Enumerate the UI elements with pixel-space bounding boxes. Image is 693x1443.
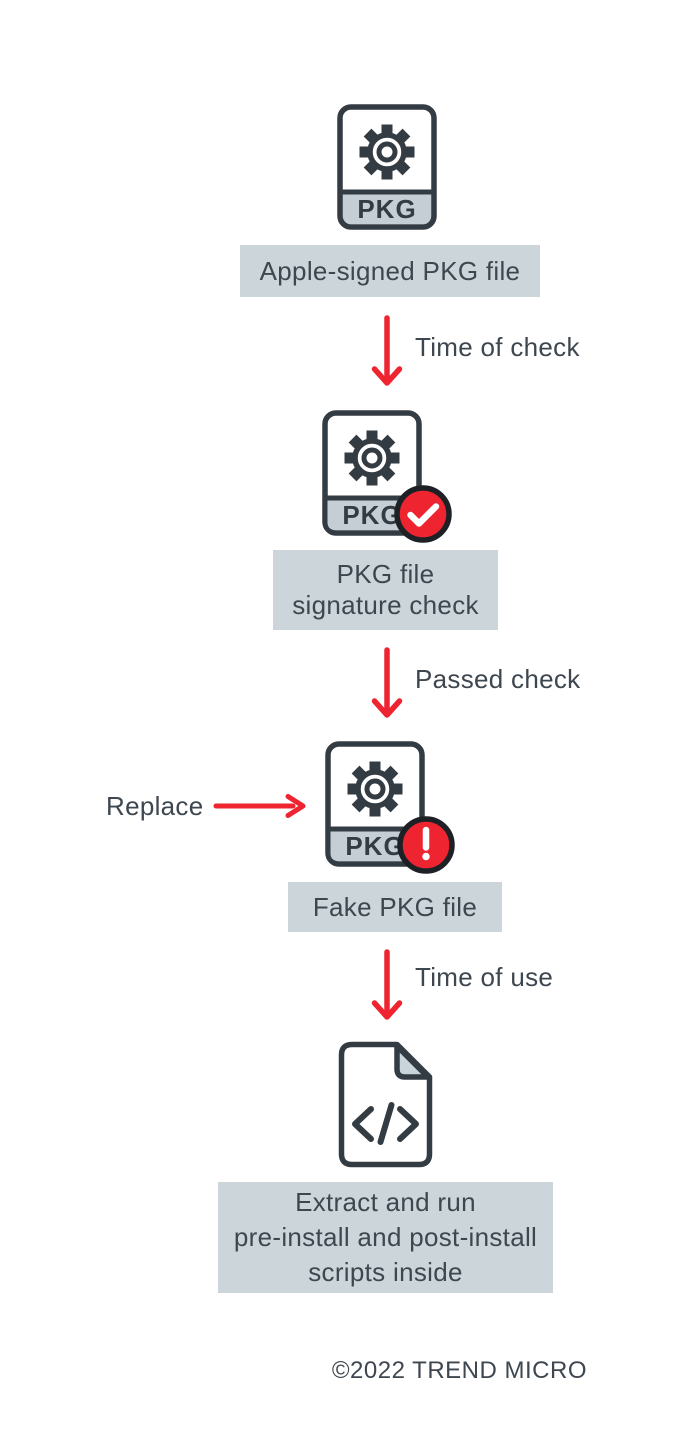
code-icon (352, 1102, 419, 1145)
pkg-band (342, 192, 432, 224)
gear-icon (345, 431, 400, 486)
step-label-fake-pkg: Fake PKG file (288, 882, 502, 932)
pkg-band-label: PKG (345, 831, 404, 861)
file-outline (337, 104, 437, 230)
copyright-text: ©2022 TREND MICRO (331, 1357, 587, 1384)
pkg-file-checked-icon: PKG (322, 410, 452, 543)
down-arrow-icon (362, 314, 412, 390)
pkg-band-label: PKG (357, 194, 416, 224)
fake-pkg-file-icon: PKG (325, 741, 455, 874)
script-file-icon (338, 1041, 433, 1168)
step-label-signature-check: PKG file signature check (273, 550, 498, 630)
connector-label-passed-check: Passed check (415, 664, 581, 694)
down-arrow-icon (362, 948, 412, 1024)
file-outline (325, 741, 425, 867)
gear-icon (360, 125, 415, 180)
replace-label: Replace (106, 791, 204, 821)
exclamation-badge (397, 816, 455, 874)
gear-icon (348, 762, 403, 817)
step-label-apple-signed-pkg: Apple-signed PKG file (240, 245, 540, 297)
file-outline (322, 410, 422, 536)
check-badge (394, 485, 452, 543)
connector-label-time-of-use: Time of use (415, 962, 554, 992)
folded-corner (394, 1043, 431, 1080)
step-label-extract-scripts: Extract and run pre-install and post-ins… (218, 1182, 553, 1293)
connector-label-time-of-check: Time of check (415, 332, 580, 362)
check-icon (407, 503, 440, 527)
down-arrow-icon (362, 646, 412, 722)
pkg-band-label: PKG (342, 500, 401, 530)
right-arrow-icon (213, 794, 306, 818)
pkg-file-icon: PKG (337, 104, 437, 230)
